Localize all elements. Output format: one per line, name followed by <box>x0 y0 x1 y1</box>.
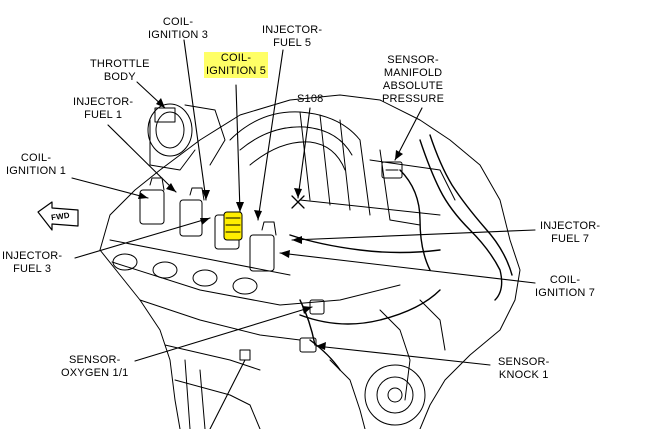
label-injector-fuel-7: INJECTOR- FUEL 7 <box>540 220 601 245</box>
label-fwd: FWD <box>50 210 71 223</box>
wiring-harness <box>289 134 513 371</box>
crank-pulley <box>364 364 426 426</box>
throttle-body <box>147 103 226 171</box>
label-sensor-map: SENSOR- MANIFOLD ABSOLUTE PRESSURE <box>382 54 445 105</box>
label-sensor-oxygen: SENSOR- OXYGEN 1/1 <box>61 354 129 379</box>
label-throttle-body: THROTTLE BODY <box>90 58 150 83</box>
s108-splice-mark <box>291 195 305 209</box>
label-coil-ignition-1: COIL- IGNITION 1 <box>6 152 67 177</box>
label-coil-ignition-5: COIL- IGNITION 5 <box>204 52 269 78</box>
label-injector-fuel-5: INJECTOR- FUEL 5 <box>262 24 323 49</box>
label-injector-fuel-1: INJECTOR- FUEL 1 <box>73 96 134 121</box>
label-sensor-knock: SENSOR- KNOCK 1 <box>498 356 550 381</box>
label-injector-fuel-3: INJECTOR- FUEL 3 <box>2 250 63 275</box>
leader-arrowheads <box>138 98 403 350</box>
label-coil-ignition-7: COIL- IGNITION 7 <box>535 274 596 299</box>
label-coil-ignition-3: COIL- IGNITION 3 <box>148 16 209 41</box>
intake-manifold <box>229 111 456 226</box>
label-s108: S108 <box>297 93 324 105</box>
fwd-arrow-icon <box>37 201 79 231</box>
map-sensor-component <box>381 161 403 179</box>
coil-ignition-5-component <box>223 211 243 241</box>
valve-cover <box>109 239 291 295</box>
leader-lines <box>71 39 536 429</box>
